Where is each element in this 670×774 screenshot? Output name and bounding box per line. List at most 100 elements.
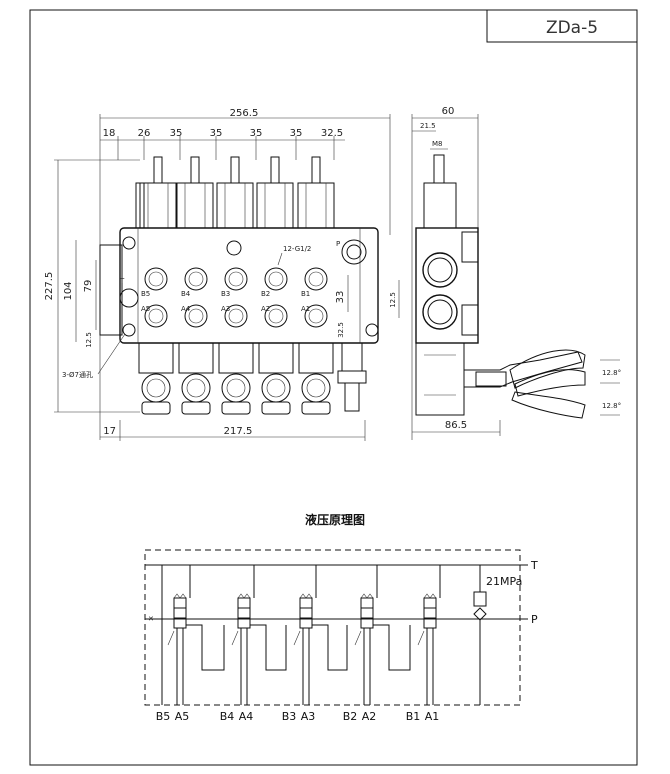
spool-box-top: [423, 597, 437, 609]
housing: [258, 342, 294, 374]
side-port-lower: [422, 294, 458, 330]
dim-height-12-5: 12.5: [85, 332, 93, 348]
schematic-port-label: B1: [406, 710, 421, 723]
spool-stem: [190, 156, 200, 184]
dim-33: 33: [335, 291, 346, 304]
spool-stem: [153, 156, 163, 184]
spool-box-top: [173, 597, 187, 609]
spool-box-bot: [360, 617, 374, 629]
mount-hole-3: [365, 323, 379, 337]
spool-box-bot: [173, 617, 187, 629]
spool-box-mid: [237, 607, 251, 619]
lever-boss: [141, 373, 171, 403]
pitch-label: 35: [290, 128, 303, 139]
spool-box-mid: [299, 607, 313, 619]
angle-2: 12.8°: [602, 402, 621, 410]
port-B-circle: [144, 267, 168, 291]
port-B-circle: [304, 267, 328, 291]
port-B-circle: [184, 267, 208, 291]
pitch-label: 35: [250, 128, 263, 139]
port-A-label: A4: [181, 305, 191, 313]
schematic-port-label: B2: [343, 710, 358, 723]
pitch-label: 18: [103, 128, 116, 139]
spool-stem: [230, 156, 240, 184]
side-stem: [433, 154, 445, 184]
mount-hole-1: [122, 236, 136, 250]
label-T: T: [530, 559, 538, 572]
schematic-port-label: A5: [175, 710, 190, 723]
port-B-circle: [224, 267, 248, 291]
spool-stem: [311, 156, 321, 184]
schematic-port-label: A1: [425, 710, 440, 723]
dim-width-60: 60: [442, 106, 455, 117]
pressure-setting: 21MPa: [486, 575, 522, 588]
dim-86-5: 86.5: [445, 420, 467, 431]
pitch-label: 26: [138, 128, 151, 139]
dim-total-width: 256.5: [230, 108, 259, 119]
spool-cap: [297, 182, 335, 229]
spool-cap: [256, 182, 294, 229]
port-A-circle: [264, 304, 288, 328]
thread-note: 12-G1/2: [283, 245, 311, 253]
relief-valve-body: [341, 342, 363, 372]
spool-box-top: [237, 597, 251, 609]
angle-1: 12.8°: [602, 369, 621, 377]
pitch-dimension-labels: 18 26 35 35 35 35 32.5: [103, 128, 343, 160]
dim-21-5: 21.5: [420, 122, 436, 130]
port-B-label: B5: [141, 290, 150, 298]
dim-32-5: 32.5: [337, 322, 345, 338]
housing: [218, 342, 254, 374]
schematic-port-label: B5: [156, 710, 171, 723]
housing: [298, 342, 334, 374]
port-A-label: A5: [141, 305, 150, 313]
lever-handle: [463, 351, 583, 388]
side-view: 60 21.5 M8 12.8° 12.8° 86.5: [411, 106, 621, 440]
sheet-border: [29, 9, 638, 766]
mount-hole-2: [122, 323, 136, 337]
pitch-label: 32.5: [321, 128, 343, 139]
mount-hole-note: 3-Ø7通孔: [62, 370, 93, 379]
port-A-label: A2: [261, 305, 270, 313]
spool-box-bot: [237, 617, 251, 629]
schematic-port-label: A2: [362, 710, 377, 723]
dim-height-104: 104: [63, 281, 74, 300]
housing: [178, 342, 214, 374]
spool-box-top: [299, 597, 313, 609]
port-B-label: B2: [261, 290, 270, 298]
side-lever-housing: [415, 342, 465, 416]
port-A-label: A3: [221, 305, 230, 313]
port-B-label: B4: [181, 290, 191, 298]
schematic-boundary: [144, 549, 521, 706]
schematic-port-label: B4: [220, 710, 235, 723]
spool-cap: [139, 182, 177, 229]
center-plug: [226, 240, 242, 256]
housing: [138, 342, 174, 374]
port-P-label: P: [336, 240, 340, 248]
valve-sections: [161, 565, 441, 705]
spool-box-mid: [173, 607, 187, 619]
pitch-label: 35: [170, 128, 183, 139]
port-B-label: B3: [221, 290, 230, 298]
spool-box-mid: [360, 607, 374, 619]
port-T-circle: [119, 288, 139, 308]
port-B-circle: [264, 267, 288, 291]
pitch-label: 35: [210, 128, 223, 139]
port-A-label: A1: [301, 305, 310, 313]
lever-handle-down: [511, 391, 586, 419]
spool-box-bot: [299, 617, 313, 629]
dim-12-5-right: 12.5: [389, 292, 397, 308]
dim-height-total: 227.5: [44, 272, 55, 301]
schematic-caption: 液压原理图: [305, 512, 365, 527]
port-T-label: T: [119, 277, 125, 285]
spool-stems: [135, 156, 335, 229]
schematic-port-label: B3: [282, 710, 297, 723]
lever-housings: [138, 342, 334, 415]
spool-cap: [176, 182, 214, 229]
dim-bottom-17: 17: [103, 426, 116, 437]
side-cap: [423, 182, 457, 229]
lever-boss: [261, 373, 291, 403]
inlet-cover: [99, 244, 123, 336]
